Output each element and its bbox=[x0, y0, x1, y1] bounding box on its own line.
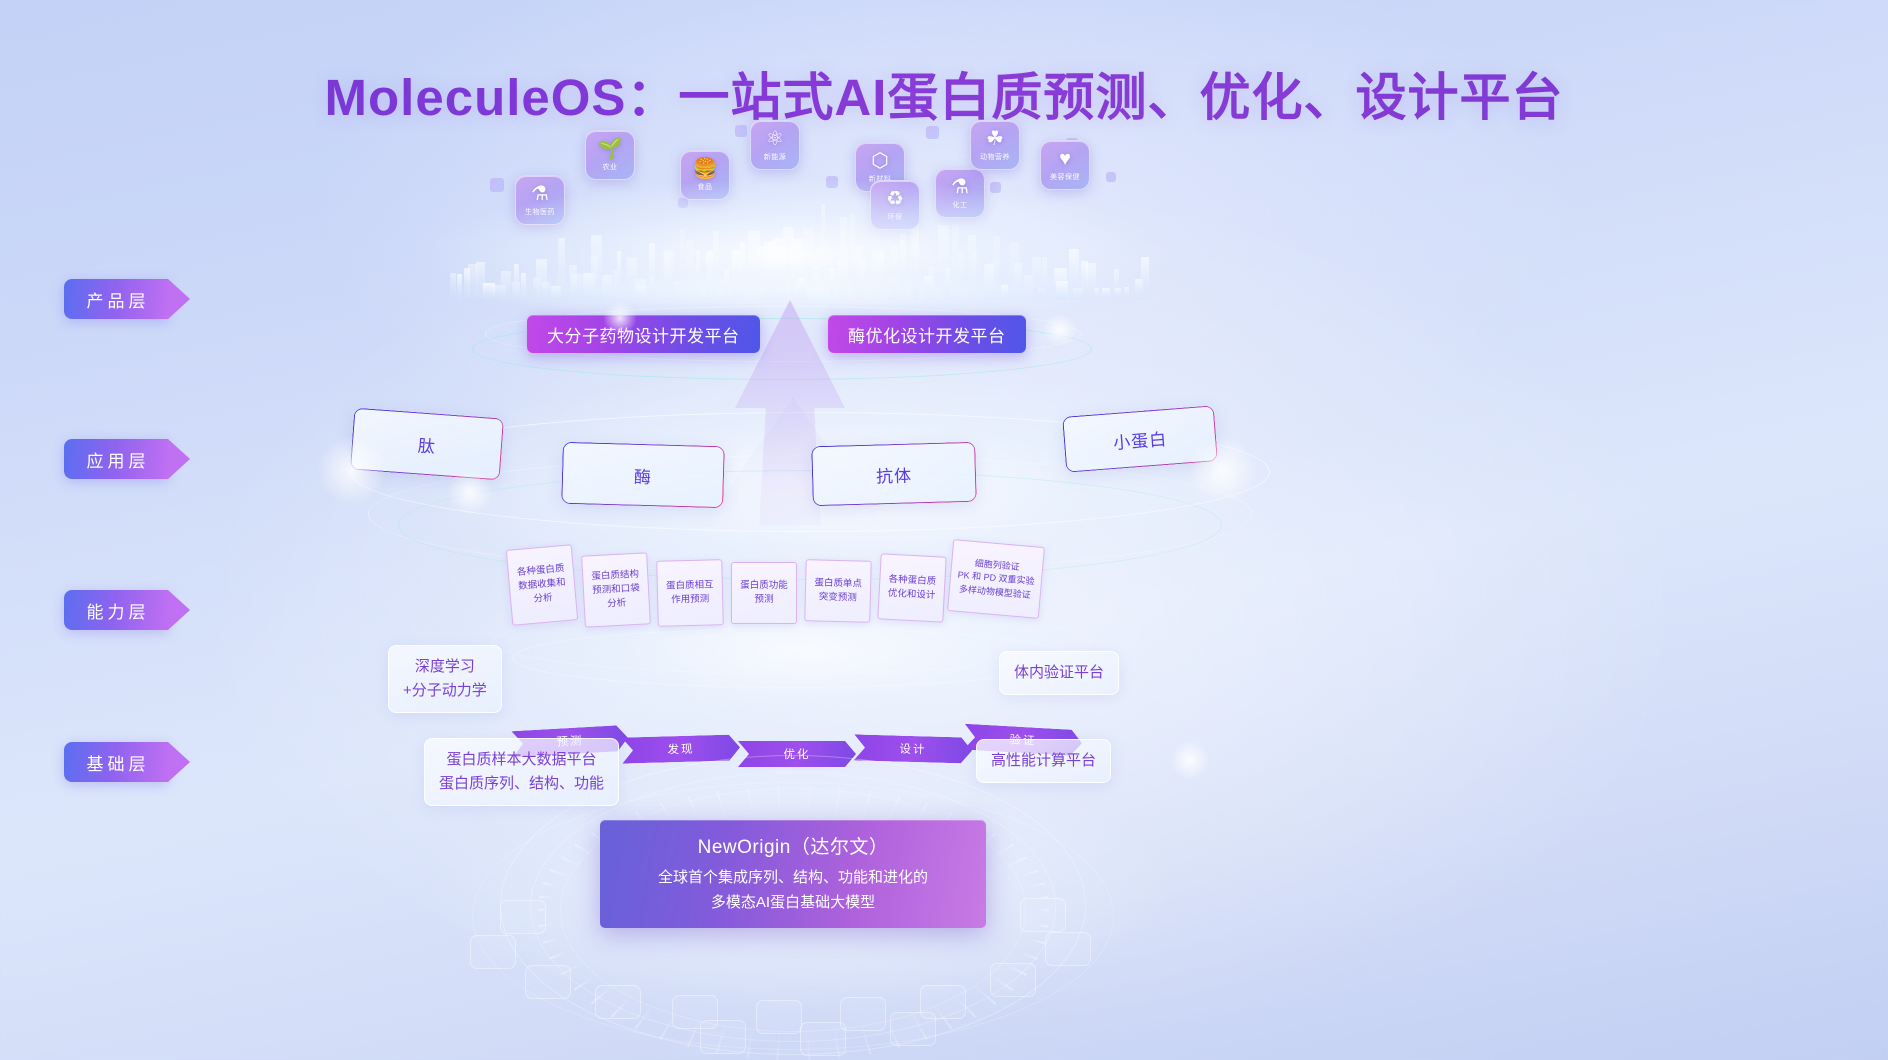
capability-card[interactable]: 各种蛋白质 数据收集和 分析 bbox=[505, 544, 579, 626]
dome-tile bbox=[672, 995, 718, 1029]
process-step-label: 设计 bbox=[899, 743, 927, 757]
layer-label: 应用层 bbox=[86, 451, 150, 471]
icon-glyph: ⚛ bbox=[766, 127, 784, 150]
layer-label: 产品层 bbox=[86, 291, 150, 311]
city-tower bbox=[457, 274, 463, 300]
icon-glyph: ☘ bbox=[986, 127, 1004, 150]
capability-card-label: 细胞列验证 PK 和 PD 双重实验 多样动物模型验证 bbox=[957, 558, 1035, 600]
model-desc-line1: 全球首个集成序列、结构、功能和进化的 bbox=[657, 869, 928, 887]
product-platform-label: 酶优化设计开发平台 bbox=[848, 326, 1006, 346]
dome-tile bbox=[890, 1012, 936, 1046]
layer-label: 基础层 bbox=[86, 754, 150, 774]
city-tower bbox=[1124, 286, 1129, 300]
capability-card-label: 蛋白质结构 预测和口袋 分析 bbox=[591, 569, 640, 610]
application-item-label: 肽 bbox=[417, 435, 437, 457]
floating-square bbox=[1106, 172, 1116, 182]
foundation-core-model[interactable]: NewOrigin（达尔文） 全球首个集成序列、结构、功能和进化的 多模态AI蛋… bbox=[600, 820, 986, 928]
foundation-chip[interactable]: 体内验证平台 bbox=[999, 651, 1120, 695]
model-name: NewOrigin（达尔文） bbox=[697, 837, 889, 859]
capability-card-label: 蛋白质单点 突变预测 bbox=[814, 577, 863, 604]
dome-tile bbox=[800, 1022, 846, 1056]
light-sparkle bbox=[1043, 313, 1077, 347]
capability-card[interactable]: 蛋白质单点 突变预测 bbox=[804, 559, 872, 623]
foundation-chip[interactable]: 深度学习 +分子动力学 bbox=[388, 645, 502, 713]
dome-tile bbox=[700, 1020, 746, 1054]
chip-line1: 蛋白质样本大数据平台 bbox=[446, 751, 597, 768]
model-desc-line2: 多模态AI蛋白基础大模型 bbox=[710, 894, 876, 911]
chip-line2: +分子动力学 bbox=[403, 682, 487, 699]
sidebar-item-product-layer[interactable]: 产品层 bbox=[64, 279, 190, 319]
application-item-label: 小蛋白 bbox=[1112, 429, 1168, 453]
city-tower bbox=[450, 272, 456, 300]
capability-card-label: 蛋白质相互 作用预测 bbox=[665, 579, 714, 606]
dome-tile bbox=[1045, 932, 1091, 966]
icon-glyph: ♥ bbox=[1059, 147, 1071, 170]
dome-tile bbox=[500, 900, 546, 934]
foundation-chip[interactable]: 蛋白质样本大数据平台 蛋白质序列、结构、功能 bbox=[424, 738, 620, 806]
sprout-icon[interactable]: 🌱 农业 bbox=[585, 130, 635, 180]
icon-glyph: ⚗ bbox=[531, 182, 549, 205]
light-sparkle bbox=[603, 301, 637, 335]
sidebar-item-foundation-layer[interactable]: 基础层 bbox=[64, 742, 190, 782]
icon-caption: 美容保健 bbox=[1050, 173, 1080, 181]
floating-square bbox=[926, 126, 939, 139]
chip-line1: 深度学习 bbox=[414, 658, 475, 675]
heart-hands-icon[interactable]: ♥ 美容保健 bbox=[1040, 140, 1090, 190]
icon-caption: 新能源 bbox=[763, 153, 787, 161]
icon-caption: 新材料 bbox=[868, 175, 892, 183]
dome-tile bbox=[470, 935, 516, 969]
capability-card-label: 各种蛋白质 数据收集和 分析 bbox=[516, 563, 567, 605]
dome-tile bbox=[1020, 898, 1066, 932]
application-item[interactable]: 酶 bbox=[561, 441, 725, 509]
light-sparkle bbox=[447, 469, 493, 515]
application-item-label: 酶 bbox=[633, 467, 653, 487]
application-item-label: 抗体 bbox=[875, 466, 913, 486]
molecule-icon[interactable]: ⚛ 新能源 bbox=[750, 120, 800, 170]
page-title: MoleculeOS：一站式AI蛋白质预测、优化、设计平台 bbox=[0, 56, 1888, 130]
capability-card[interactable]: 细胞列验证 PK 和 PD 双重实验 多样动物模型验证 bbox=[947, 539, 1045, 619]
icon-caption: 农业 bbox=[602, 163, 618, 171]
icon-glyph: 🌱 bbox=[597, 137, 623, 160]
dome-tile bbox=[920, 985, 966, 1019]
foundation-chip[interactable]: 高性能计算平台 bbox=[976, 739, 1112, 783]
dome-tile bbox=[525, 965, 571, 999]
chip-line1: 高性能计算平台 bbox=[991, 752, 1097, 769]
dome-tile bbox=[595, 985, 641, 1019]
dome-ring bbox=[472, 782, 1114, 1050]
animal-nutrition-icon[interactable]: ☘ 动物营养 bbox=[970, 120, 1020, 170]
layer-label: 能力层 bbox=[86, 602, 150, 622]
capability-card[interactable]: 各种蛋白质 优化和设计 bbox=[877, 553, 947, 623]
light-sparkle bbox=[317, 435, 387, 505]
product-platform-button[interactable]: 大分子药物设计开发平台 bbox=[527, 315, 760, 353]
decorative-ring bbox=[430, 180, 1170, 330]
dome-tile bbox=[840, 997, 886, 1031]
icon-glyph: 🍔 bbox=[692, 157, 718, 180]
city-tower bbox=[1135, 279, 1144, 300]
capability-card-label: 各种蛋白质 优化和设计 bbox=[887, 574, 937, 602]
dome-tile bbox=[756, 1000, 802, 1034]
capability-card[interactable]: 蛋白质功能 预测 bbox=[731, 562, 797, 624]
chip-line1: 体内验证平台 bbox=[1014, 664, 1105, 681]
application-item[interactable]: 抗体 bbox=[811, 441, 977, 507]
light-sparkle bbox=[1170, 740, 1210, 780]
light-sparkle bbox=[1187, 435, 1257, 505]
capability-card[interactable]: 蛋白质相互 作用预测 bbox=[656, 559, 724, 627]
floating-square bbox=[490, 178, 504, 192]
floating-square bbox=[990, 182, 1001, 193]
sidebar-item-capability-layer[interactable]: 能力层 bbox=[64, 590, 190, 630]
product-platform-button[interactable]: 酶优化设计开发平台 bbox=[828, 315, 1026, 353]
icon-caption: 动物营养 bbox=[980, 153, 1010, 161]
process-step-label: 发现 bbox=[667, 743, 695, 757]
city-tower bbox=[1115, 287, 1121, 300]
floating-square bbox=[735, 125, 747, 137]
sidebar-item-application-layer[interactable]: 应用层 bbox=[64, 439, 190, 479]
dome-tile bbox=[990, 963, 1036, 997]
product-platform-label: 大分子药物设计开发平台 bbox=[547, 326, 740, 346]
capability-card-label: 蛋白质功能 预测 bbox=[740, 580, 788, 605]
process-step[interactable]: 设计 bbox=[854, 734, 973, 763]
capability-card[interactable]: 蛋白质结构 预测和口袋 分析 bbox=[581, 552, 651, 628]
icon-glyph: ⬡ bbox=[871, 149, 889, 172]
chip-line2: 蛋白质序列、结构、功能 bbox=[439, 775, 605, 792]
